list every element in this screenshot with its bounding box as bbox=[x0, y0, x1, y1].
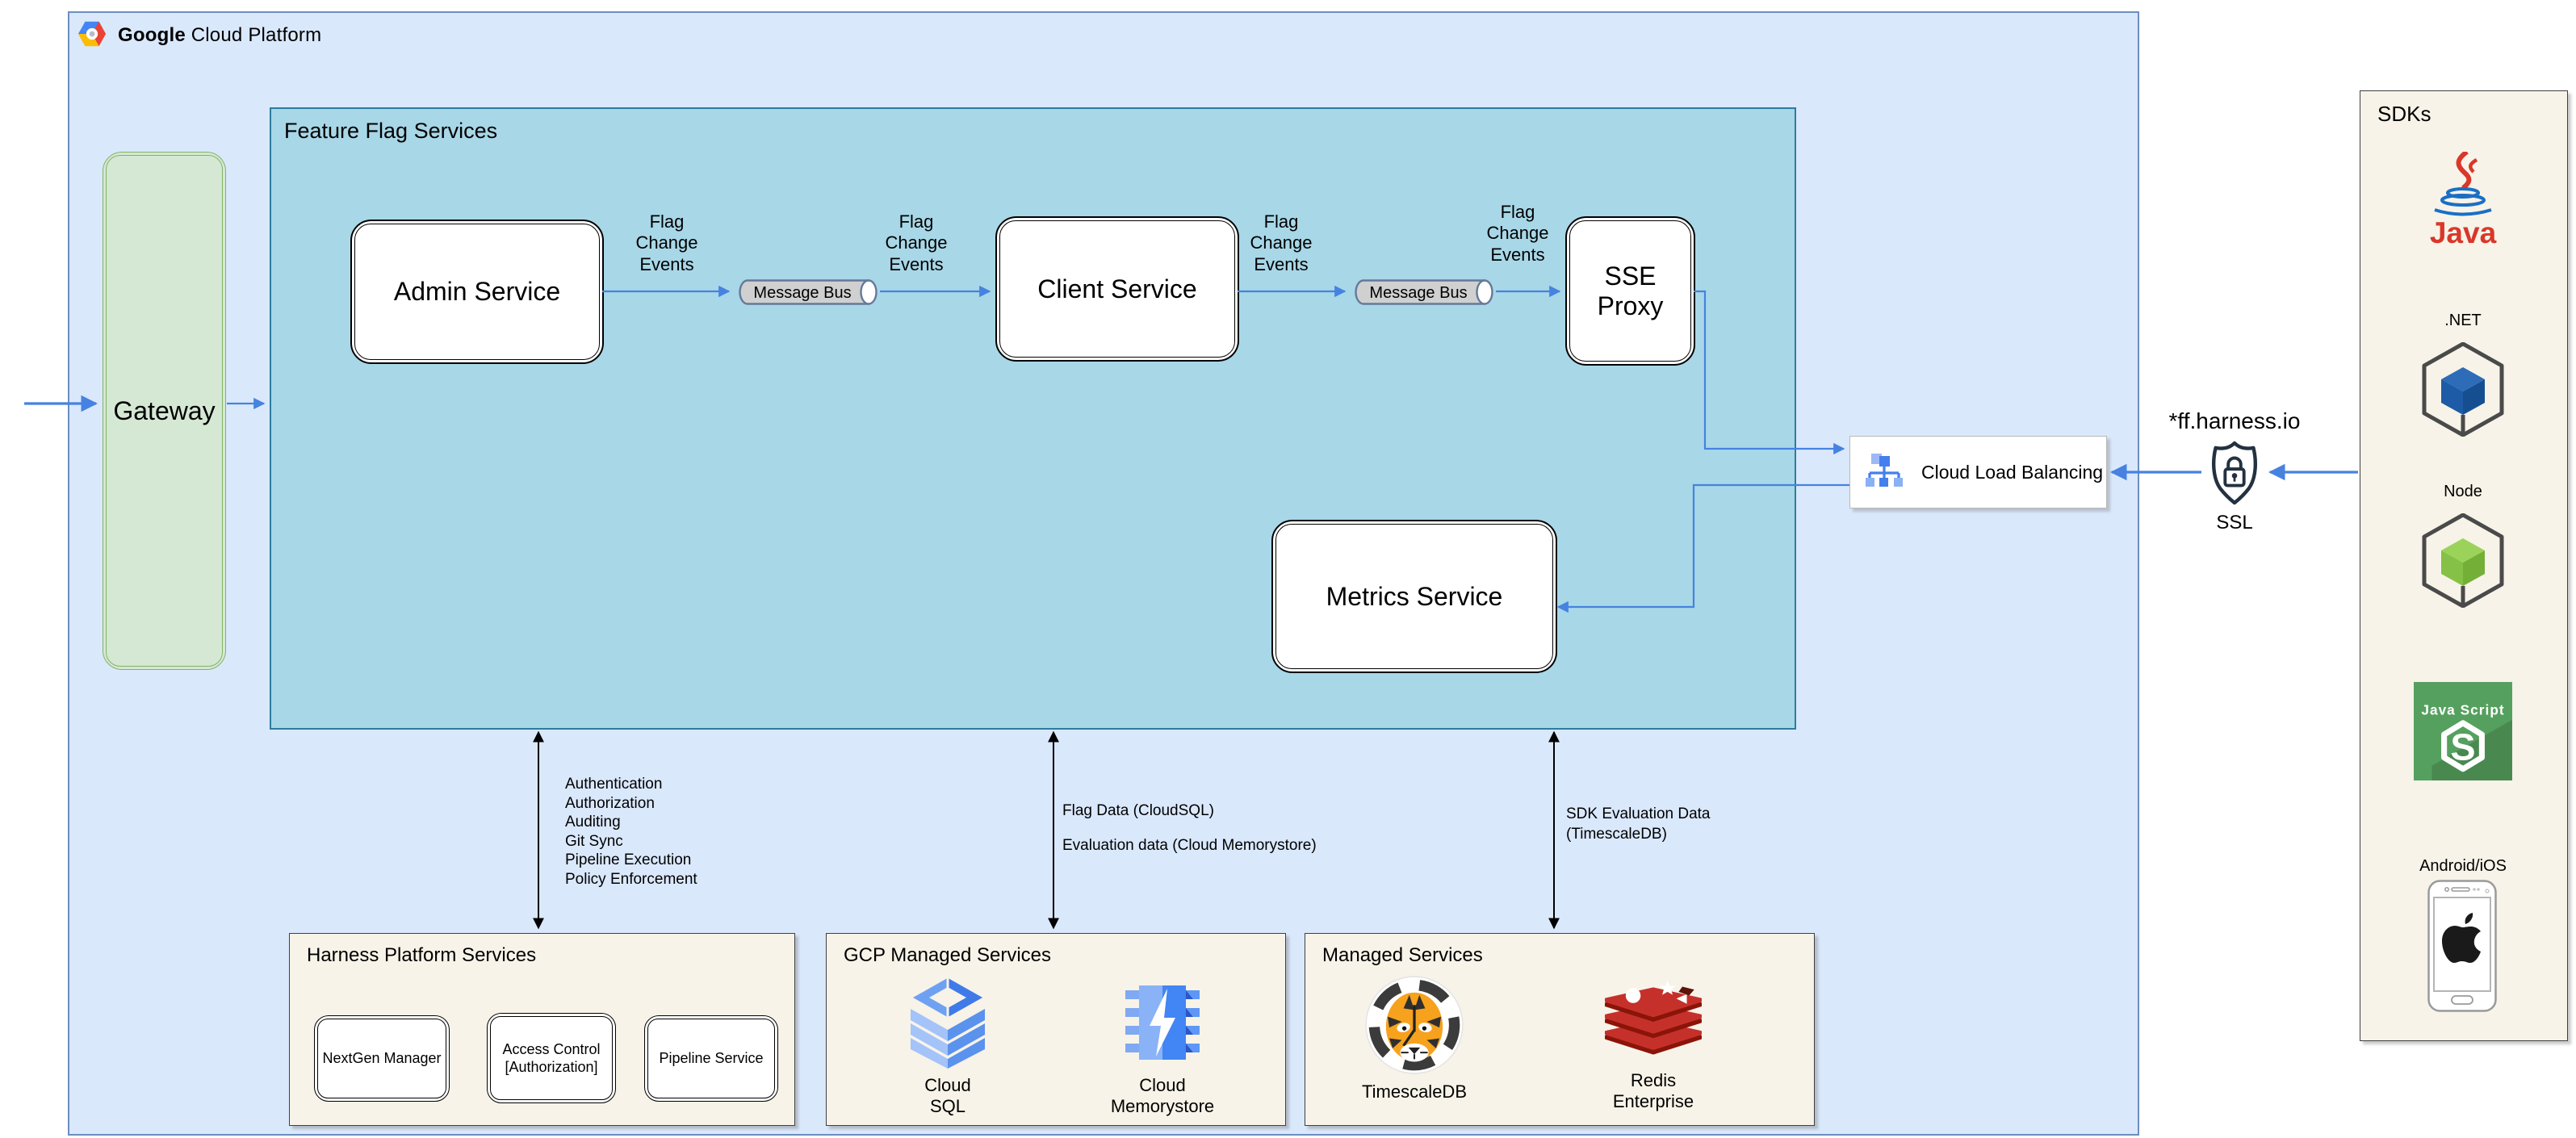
timescaledb-tiger-icon bbox=[1365, 976, 1464, 1074]
message-bus-2: Message Bus bbox=[1351, 279, 1494, 305]
feature-flag-services-container bbox=[270, 107, 1796, 730]
metrics-service-label: Metrics Service bbox=[1326, 581, 1503, 611]
feature-flag-services-title: Feature Flag Services bbox=[284, 119, 498, 143]
java-logo-icon bbox=[2434, 152, 2492, 216]
message-bus-1: Message Bus bbox=[735, 279, 878, 305]
admin-service-node: Admin Service bbox=[350, 220, 604, 364]
pipeline-service-label: Pipeline Service bbox=[659, 1050, 764, 1067]
client-service-node: Client Service bbox=[995, 216, 1239, 362]
redis-enterprise-label: Redis Enterprise bbox=[1612, 1070, 1694, 1112]
sdks-title: SDKs bbox=[2377, 102, 2431, 126]
gateway-label: Gateway bbox=[113, 395, 216, 425]
gcp-managed-services-title: GCP Managed Services bbox=[844, 944, 1052, 966]
redis-icon bbox=[1605, 981, 1702, 1055]
cloud-memorystore-icon bbox=[1125, 985, 1200, 1060]
gateway-node: Gateway bbox=[103, 152, 226, 670]
cloud-sql-label: Cloud SQL bbox=[924, 1075, 971, 1117]
javascript-s-glyph: S bbox=[2450, 726, 2475, 768]
gcp-edge-label-2: Evaluation data (Cloud Memorystore) bbox=[1062, 837, 1317, 854]
gcp-edge-label-1: Flag Data (CloudSQL) bbox=[1062, 802, 1214, 819]
message-bus-1-label: Message Bus bbox=[753, 284, 851, 302]
harness-platform-services-title: Harness Platform Services bbox=[307, 944, 537, 966]
cloud-load-balancing-label: Cloud Load Balancing bbox=[1921, 461, 2104, 483]
harness-domain-label: *ff.harness.io bbox=[2168, 408, 2301, 433]
flag-change-events-label-4: Flag Change Events bbox=[1486, 202, 1549, 265]
javascript-label: Java Script bbox=[2421, 702, 2504, 718]
dotnet-cube-icon bbox=[2422, 342, 2504, 437]
flag-change-events-label-2: Flag Change Events bbox=[885, 211, 948, 274]
dotnet-label: .NET bbox=[2444, 312, 2482, 329]
admin-service-label: Admin Service bbox=[393, 277, 561, 306]
sse-proxy-node: SSE Proxy bbox=[1565, 216, 1695, 366]
node-label: Node bbox=[2444, 483, 2482, 500]
message-bus-2-label: Message Bus bbox=[1369, 284, 1467, 302]
ssl-label: SSL bbox=[2216, 512, 2253, 533]
metrics-service-node: Metrics Service bbox=[1271, 520, 1557, 673]
access-control-label: Access Control [Authorization] bbox=[502, 1040, 601, 1076]
cloud-sql-icon bbox=[911, 977, 985, 1069]
managed-services-title: Managed Services bbox=[1322, 944, 1483, 966]
header-title: Google Cloud Platform bbox=[118, 24, 321, 47]
pipe-icon: Message Bus bbox=[1355, 279, 1493, 305]
cloud-memorystore-label: Cloud Memorystore bbox=[1110, 1075, 1215, 1117]
cloud-load-balancing-node: Cloud Load Balancing bbox=[1849, 436, 2107, 508]
flag-change-events-label-3: Flag Change Events bbox=[1250, 211, 1313, 274]
managed-edge-label: SDK Evaluation Data (TimescaleDB) bbox=[1566, 805, 1711, 843]
access-control-node: Access Control [Authorization] bbox=[487, 1013, 616, 1103]
gcp-managed-services-panel bbox=[826, 933, 1286, 1126]
mobile-phone-apple-icon bbox=[2427, 880, 2497, 1012]
javascript-logo-icon: Java Script S bbox=[2414, 682, 2512, 780]
nextgen-manager-label: NextGen Manager bbox=[322, 1050, 442, 1067]
nextgen-manager-node: NextGen Manager bbox=[314, 1015, 450, 1102]
sse-proxy-label: SSE Proxy bbox=[1597, 261, 1664, 320]
pipeline-service-node: Pipeline Service bbox=[644, 1015, 778, 1102]
header-brand-rest: Cloud Platform bbox=[185, 24, 322, 46]
mobile-label: Android/iOS bbox=[2419, 857, 2507, 875]
ssl-shield-lock-icon bbox=[2212, 441, 2257, 505]
node-cube-icon bbox=[2422, 513, 2504, 608]
flag-change-events-label-1: Flag Change Events bbox=[635, 211, 698, 274]
timescaledb-label: TimescaleDB bbox=[1362, 1082, 1467, 1102]
load-balancer-icon bbox=[1866, 454, 1903, 487]
pipe-icon: Message Bus bbox=[739, 279, 878, 305]
header-brand-bold: Google bbox=[118, 24, 186, 46]
java-label: Java bbox=[2429, 216, 2497, 249]
platform-edge-label: Authentication Authorization Auditing Gi… bbox=[565, 776, 697, 888]
google-cloud-logo-icon bbox=[77, 21, 107, 47]
client-service-label: Client Service bbox=[1037, 274, 1197, 303]
